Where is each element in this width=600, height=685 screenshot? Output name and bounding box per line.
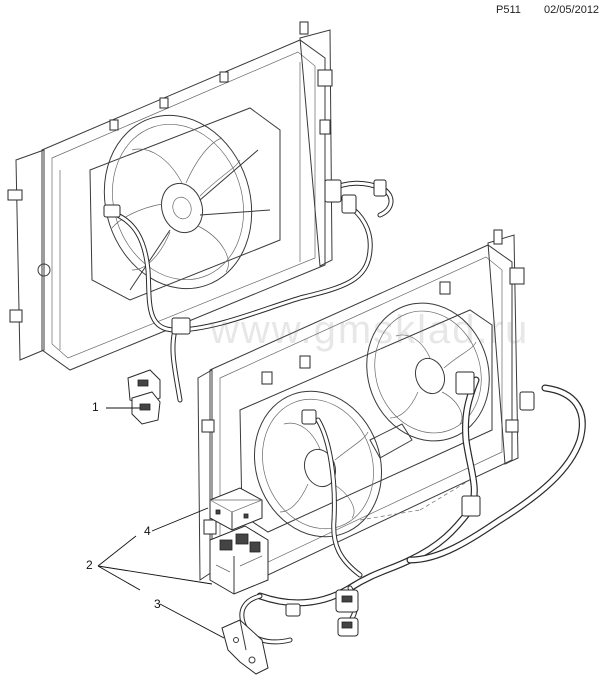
upper-wiring-harness (103, 179, 394, 403)
connector-icon (171, 317, 191, 335)
callout-3: 3 (154, 597, 161, 611)
relay-block-icon (209, 487, 263, 531)
callout-4: 4 (144, 524, 151, 538)
connector-icon (324, 179, 342, 203)
connector-icon (455, 371, 475, 395)
connector-icon (103, 204, 121, 218)
bracket-icon (221, 619, 269, 675)
callout-leaders (97, 407, 225, 639)
item-1-connector (127, 369, 161, 425)
diagram-date: 02/05/2012 (544, 4, 600, 16)
fuse-relay-block-icon (209, 525, 269, 595)
wiring-harness-icon (239, 371, 586, 645)
watermark-text: www.gmsklad.ru (210, 308, 530, 352)
connector-icon (301, 409, 317, 425)
connector-icon (285, 603, 301, 617)
connector-icon (461, 495, 481, 517)
connector-icon (373, 179, 387, 197)
diagram-code: P511 (496, 4, 521, 16)
connector-icon (341, 194, 357, 214)
single-fan-radiator-icon (7, 21, 333, 371)
connector-icon (519, 391, 535, 411)
callout-1: 1 (92, 400, 99, 414)
callout-2: 2 (86, 558, 93, 572)
